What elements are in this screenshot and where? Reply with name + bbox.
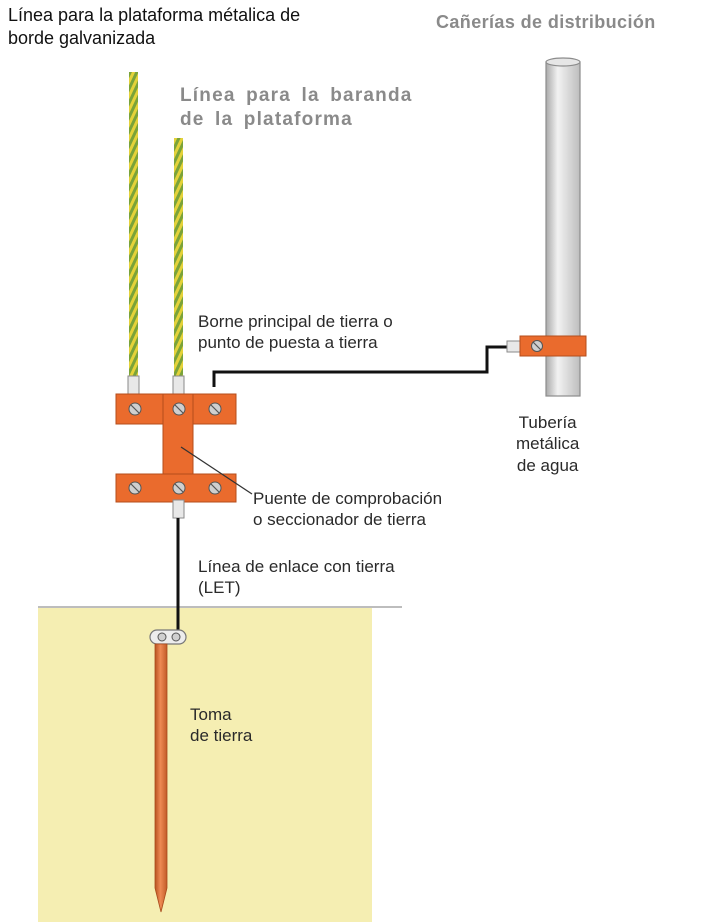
- soil-block: [38, 607, 372, 922]
- railing-line-label: Línea para la baranda de la plataforma: [180, 85, 413, 130]
- earth-rod: [154, 643, 168, 913]
- test-link-leader: [180, 446, 253, 495]
- railing-lug: [172, 375, 185, 395]
- rod-clamp: [149, 629, 187, 645]
- test-link-label: Puente de comprobación o seccionador de …: [253, 489, 443, 529]
- platform-conductor: [129, 72, 138, 384]
- earth-electrode-label: Toma de tierra: [190, 705, 253, 745]
- let-label: Línea de enlace con tierra (LET): [198, 557, 395, 597]
- distribution-pipes-label: Cañerías de distribución: [436, 12, 656, 32]
- water-pipe-label: Tubería metálica de agua: [516, 413, 580, 475]
- platform-lug: [127, 375, 140, 395]
- pipe-clamp: [519, 335, 587, 357]
- main-earth-terminal-label: Borne principal de tierra o punto de pue…: [198, 312, 393, 352]
- railing-conductor: [174, 138, 183, 384]
- let-lug: [172, 499, 185, 519]
- water-pipe-top: [545, 57, 581, 67]
- platform-line-label: Línea para la plataforma métalica de bor…: [8, 5, 301, 48]
- bonding-cable: [212, 345, 512, 387]
